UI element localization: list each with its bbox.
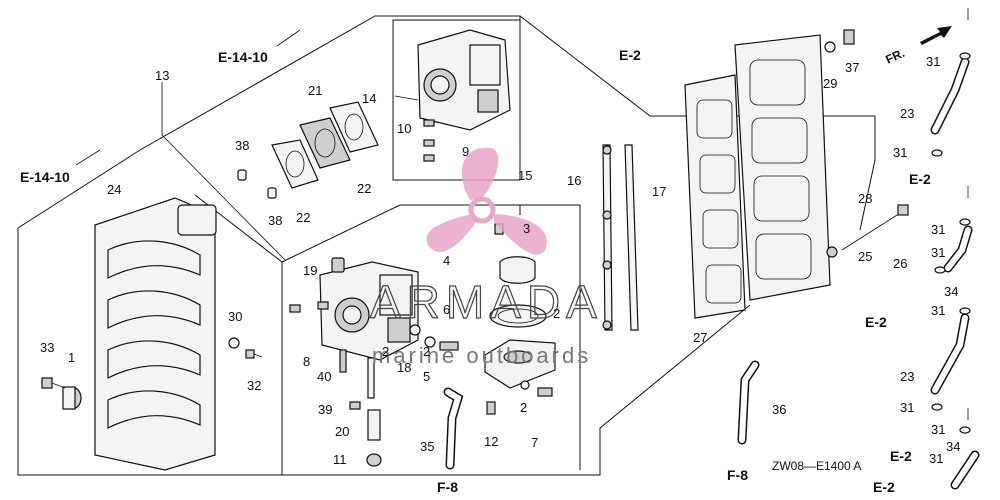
callout-35: 35: [420, 439, 434, 454]
callout-36: 36: [772, 402, 786, 417]
right-small-parts: [737, 29, 909, 445]
ref-e2-right-1: E-2: [909, 171, 931, 187]
callout-8: 8: [303, 354, 310, 369]
callout-17: 17: [652, 184, 666, 199]
gasket-strips: [602, 144, 639, 331]
callout-11: 11: [333, 452, 347, 467]
front-direction-arrow: FR.: [883, 26, 952, 67]
callout-9: 9: [462, 144, 469, 159]
right-hoses: [930, 8, 980, 490]
callout-22: 22: [357, 181, 371, 196]
callout-31: 31: [931, 245, 945, 260]
callout-25: 25: [858, 249, 872, 264]
watermark: ARMADA marine outboards: [369, 147, 603, 368]
callout-18: 18: [397, 360, 411, 375]
callout-23: 23: [900, 369, 914, 384]
callout-31: 31: [931, 422, 945, 437]
callout-2: 2: [423, 344, 430, 359]
ref-e2-right-4: E-2: [873, 479, 895, 495]
callout-6: 6: [443, 302, 450, 317]
callout-40: 40: [317, 369, 331, 384]
carburetor-top-part: [394, 29, 511, 162]
propeller-logo: [426, 147, 547, 255]
manifold-plate-27: [684, 74, 746, 319]
callout-29: 29: [823, 76, 837, 91]
small-parts-left: [41, 101, 379, 410]
callout-12: 12: [484, 434, 498, 449]
callout-4: 4: [443, 253, 450, 268]
callout-33: 33: [40, 340, 54, 355]
callout-37: 37: [845, 60, 859, 75]
callout-31: 31: [931, 222, 945, 237]
carburetor-middle-part: [289, 257, 459, 467]
callout-19: 19: [303, 263, 317, 278]
ref-e2-top: E-2: [619, 47, 641, 63]
callout-2: 2: [520, 400, 527, 415]
callout-38: 38: [235, 138, 249, 153]
intake-manifold-part: [94, 197, 217, 471]
ref-e14-10-left: E-14-10: [20, 169, 70, 185]
callout-1: 1: [68, 350, 75, 365]
callout-32: 32: [247, 378, 261, 393]
callout-22: 22: [296, 210, 310, 225]
ref-e14-10-top: E-14-10: [218, 49, 268, 65]
callout-labels: 1 2 2 2 2 3 4 5 6 7 8 9 10 11 12 13 14 1…: [40, 54, 960, 467]
ref-f8-right: F-8: [727, 467, 748, 483]
callout-27: 27: [693, 330, 707, 345]
callout-31: 31: [931, 303, 945, 318]
callout-2: 2: [382, 344, 389, 359]
callout-34: 34: [946, 439, 960, 454]
center-parts: [443, 223, 556, 470]
callout-23: 23: [900, 106, 914, 121]
callout-31: 31: [929, 451, 943, 466]
callout-31: 31: [926, 54, 940, 69]
callout-21: 21: [308, 83, 322, 98]
callout-34: 34: [944, 284, 958, 299]
callout-2: 2: [553, 306, 560, 321]
callout-26: 26: [893, 256, 907, 271]
callout-14: 14: [362, 91, 376, 106]
ref-e2-right-2: E-2: [865, 314, 887, 330]
manifold-plate-main: [734, 34, 831, 301]
callout-30: 30: [228, 309, 242, 324]
fr-label: FR.: [883, 46, 906, 67]
callout-16: 16: [567, 173, 581, 188]
callout-15: 15: [518, 168, 532, 183]
callout-13: 13: [155, 68, 169, 83]
callout-39: 39: [318, 402, 332, 417]
callout-3: 3: [523, 221, 530, 236]
callout-24: 24: [107, 182, 121, 197]
ref-f8-center: F-8: [437, 479, 458, 495]
ref-e2-right-3: E-2: [890, 448, 912, 464]
watermark-tagline: marine outboards: [372, 343, 591, 368]
callout-31: 31: [893, 145, 907, 160]
callout-10: 10: [397, 121, 411, 136]
callout-7: 7: [531, 435, 538, 450]
callout-20: 20: [335, 424, 349, 439]
diagram-code: ZW08—E1400 A: [772, 459, 861, 473]
callout-5: 5: [423, 369, 430, 384]
callout-28: 28: [858, 191, 872, 206]
watermark-brand: ARMADA: [370, 276, 603, 328]
callout-31: 31: [900, 400, 914, 415]
callout-38: 38: [268, 213, 282, 228]
reference-markers: E-14-10 E-14-10 E-2 E-2 E-2 E-2 E-2 F-8 …: [20, 47, 931, 495]
